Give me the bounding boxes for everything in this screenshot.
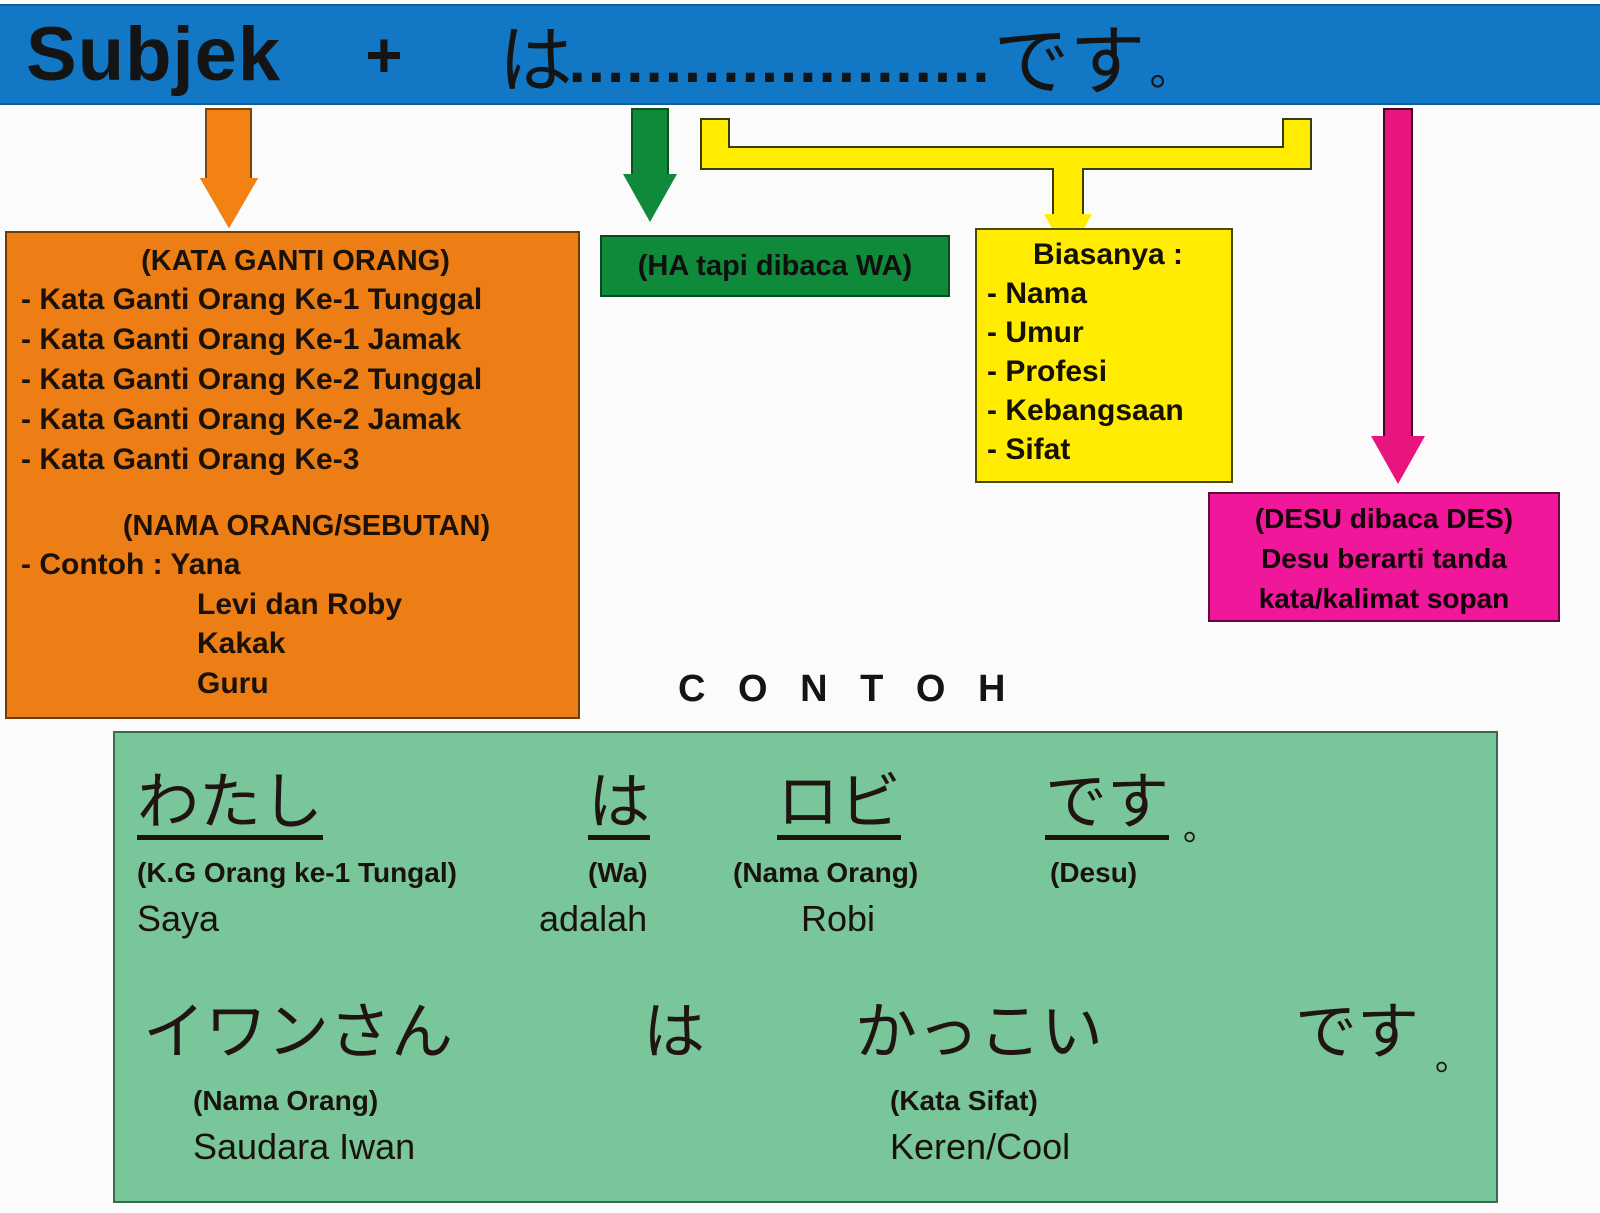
list-item: - Kata Ganti Orang Ke-3 (21, 442, 360, 476)
example1-particle-translation: adalah (539, 898, 648, 939)
examples-box: わたし (K.G Orang ke-1 Tungal) Saya は (Wa) … (113, 731, 1498, 1203)
list-item: - Sifat (987, 432, 1071, 466)
example2-predicate-gloss: (Kata Sifat) (890, 1085, 1038, 1116)
example1-subject-translation: Saya (137, 898, 220, 939)
pronoun-example-item: Levi dan Roby (197, 587, 403, 621)
example2-subject-translation: Saudara Iwan (193, 1126, 416, 1167)
example1-full-stop: 。 (1183, 809, 1217, 849)
pink-arrow-head (1371, 436, 1425, 484)
yellow-bracket-joint-left (702, 146, 728, 150)
example1-copula-jp: です (1045, 765, 1170, 840)
list-item: - Umur (987, 315, 1084, 349)
predicate-box-title: Biasanya : (1032, 238, 1184, 271)
yellow-bracket-joint-right (1284, 146, 1310, 150)
desu-note-line-3: kata/kalimat sopan (1258, 583, 1510, 615)
header-ellipsis: ...................... (568, 27, 992, 96)
green-arrow-head (623, 174, 677, 222)
pronoun-box-subtitle: (NAMA ORANG/SEBUTAN) (122, 509, 491, 542)
example2-particle-jp: は (643, 995, 706, 1068)
header-plus-sign: + (365, 18, 403, 91)
grammar-pattern-header: Subjek + は ...................... です 。 (0, 4, 1600, 105)
list-item: - Kata Ganti Orang Ke-1 Jamak (21, 323, 462, 356)
example2-copula-jp: です (1295, 995, 1420, 1068)
pink-arrow-shaft (1383, 108, 1413, 438)
pronoun-box-title: (KATA GANTI ORANG) (141, 245, 450, 277)
particle-pronunciation-box: (HA tapi dibaca WA) (600, 235, 950, 297)
pronoun-list: - Kata Ganti Orang Ke-1 Tunggal - Kata G… (7, 280, 578, 479)
pronoun-example-item: Kakak (197, 627, 286, 661)
desu-note-line-1: (DESU dibaca DES) (1254, 503, 1514, 534)
particle-note-text: (HA tapi dibaca WA) (637, 249, 913, 282)
list-item: - Kebangsaan (987, 393, 1184, 427)
example1-predicate-jp: ロビ (777, 765, 902, 840)
example2-full-stop: 。 (1435, 1039, 1469, 1079)
pronoun-example-first: - Contoh : Yana (21, 547, 241, 581)
orange-arrow-shaft (205, 108, 252, 180)
example1-particle-jp: は (588, 765, 651, 840)
header-particle-ha: は (498, 18, 573, 104)
list-item: - Profesi (987, 354, 1108, 388)
pronoun-example-item: Guru (197, 667, 269, 701)
example1-copula-gloss: (Desu) (1050, 857, 1138, 888)
example1-predicate-gloss: (Nama Orang) (733, 857, 919, 888)
orange-arrow-head (200, 178, 258, 228)
header-subject-label: Subjek (26, 12, 282, 97)
list-item: - Kata Ganti Orang Ke-1 Tunggal (21, 283, 483, 317)
list-item: - Kata Ganti Orang Ke-2 Tunggal (21, 362, 483, 396)
yellow-bracket-connector (700, 118, 1312, 170)
predicate-list: - Nama - Umur - Profesi - Kebangsaan - S… (977, 274, 1231, 469)
desu-note-line-2: Desu berarti tanda (1261, 543, 1507, 575)
contoh-heading: C O N T O H (678, 668, 1017, 710)
green-arrow-shaft (631, 108, 669, 176)
desu-note-box: (DESU dibaca DES) Desu berarti tanda kat… (1208, 492, 1560, 622)
yellow-bracket-bar (700, 146, 1312, 170)
header-full-stop: 。 (1149, 46, 1192, 95)
list-item: - Kata Ganti Orang Ke-2 Jamak (21, 402, 462, 436)
example1-predicate-translation: Robi (801, 898, 876, 939)
example2-predicate-jp: かっこい (855, 995, 1104, 1068)
predicate-info-box: Biasanya : - Nama - Umur - Profesi - Keb… (975, 228, 1233, 483)
example2-predicate-translation: Keren/Cool (890, 1126, 1071, 1167)
pronoun-info-box: (KATA GANTI ORANG) - Kata Ganti Orang Ke… (5, 231, 580, 719)
header-copula-desu: です (993, 16, 1146, 105)
yellow-arrow-shaft (1052, 168, 1084, 216)
example1-subject-gloss: (K.G Orang ke-1 Tungal) (137, 857, 457, 888)
example2-subject-jp: イワンさん (143, 995, 454, 1068)
list-item: - Nama (987, 276, 1088, 310)
example2-subject-gloss: (Nama Orang) (193, 1085, 379, 1116)
example1-subject-jp: わたし (137, 765, 324, 840)
example1-particle-gloss: (Wa) (588, 857, 648, 888)
yellow-arrow-joint (1054, 166, 1082, 171)
